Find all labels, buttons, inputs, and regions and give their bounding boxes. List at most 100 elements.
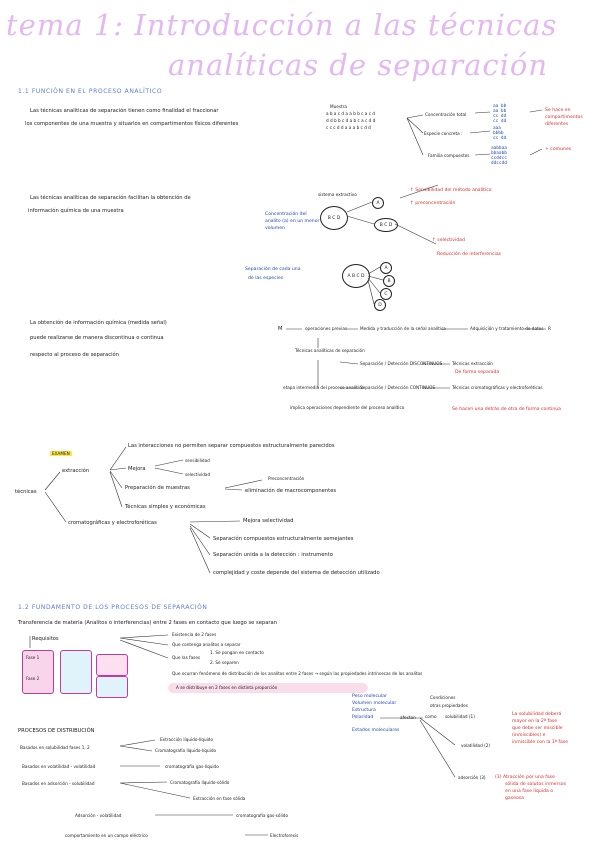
proceso-item: Basados en volatilidad - volatilidad <box>22 764 96 769</box>
blue-note: Concentración del <box>265 212 307 217</box>
flow-node: Adquisición y tratamiento de datos <box>470 326 544 331</box>
diagram-node: A <box>372 197 384 209</box>
red-note: compartimentos <box>545 115 583 120</box>
red-note: (3) Atracción por una fase <box>495 775 555 780</box>
blue-note: Separación de cada una <box>245 267 301 272</box>
red-note: Se hacen una detrás de otra de forma con… <box>452 407 561 412</box>
proceso-item: Electroforesis <box>270 833 299 838</box>
flow-node: operaciones previas <box>305 326 348 331</box>
muestra-row: c c c d d a a a b c d d <box>326 125 371 130</box>
tree-item: Separación unida a la detección : instru… <box>213 552 333 558</box>
tree-item: Separación compuestos estructuralmente s… <box>213 536 354 542</box>
tree-item: Las interacciones no permiten separar co… <box>128 443 335 449</box>
proceso-item: Basados en solubilidad fases 1, 2 <box>20 745 90 750</box>
flow-node: Separación / Detección DISCONTINUOS <box>360 361 443 366</box>
pink-line: A se distribuye en 2 fases en distinta p… <box>176 685 278 690</box>
red-note: ↑ preconcentración <box>410 201 456 206</box>
tube-icon <box>22 650 54 694</box>
blue-prop: Estados moleculares <box>352 728 400 733</box>
page-title: tema 1: Introducción a las técnicas <box>6 8 558 42</box>
proceso-item: cromatografía gas-líquido <box>165 764 219 769</box>
diagram-node: A <box>380 262 392 274</box>
section-header-1: 1.1 FUNCIÓN EN EL PROCESO ANALÍTICO <box>18 88 163 95</box>
red-note: mayor en la 2ª fase <box>512 719 558 724</box>
proceso-item: Cromatografía líquido-líquido <box>155 748 217 753</box>
flow-node: Técnicas extracción <box>452 361 493 366</box>
procesos-title: PROCESOS DE DISTRIBUCIÓN <box>18 728 95 734</box>
req-item: Que contenga analitos a separar <box>172 642 241 647</box>
blue-prop: Polaridad <box>352 715 374 720</box>
tree-item: eliminación de macrocomponentes <box>245 488 337 494</box>
transfer-line: Transferencia de materia (Analitos o int… <box>18 620 277 626</box>
flow-node: Medida y traducción de la señal analític… <box>360 326 446 331</box>
fase-label: Fase 1 <box>26 655 40 660</box>
examen-badge: EXAMEN <box>50 451 72 456</box>
afectan-label: afectan <box>400 715 416 720</box>
req-item: 2. Se separen <box>210 660 239 665</box>
flow-node: Técnicas cromatográficas y electroforéti… <box>452 385 543 390</box>
fenomeno-line: Que ocurran fenómeno de distribución de … <box>172 671 423 676</box>
tube-icon <box>96 676 128 698</box>
para3-line: La obtención de información química (med… <box>30 320 167 326</box>
tree-item: complejidad y coste depende del sistema … <box>213 570 380 576</box>
blue-note: analito (a) en un menor <box>265 219 320 224</box>
page-title-line2: analíticas de separación <box>168 48 549 82</box>
red-note: inmiscible con la 1ª fase <box>512 740 569 745</box>
tree-item: selectividad <box>185 472 211 477</box>
red-note: en una fase líquida o <box>505 789 554 794</box>
red-note: Se hace en <box>545 108 571 113</box>
flow-node: implica operaciones dependiente del proc… <box>290 405 405 410</box>
para2-line: información química de una muestra <box>28 208 124 214</box>
para2-line: Las técnicas analíticas de separación fa… <box>30 195 191 201</box>
blue-prop: Peso molecular <box>352 694 387 699</box>
red-note: De forma separada <box>455 370 500 375</box>
diagram-node: B C D <box>320 206 348 230</box>
para3-line: puede realizarse de manera discontinua o… <box>30 335 164 341</box>
cond-label: solubilidad (1) <box>445 714 475 719</box>
red-note: ↑ Sensibilidad del método analítico <box>410 188 492 193</box>
proceso-item: Extracción líquido-líquido <box>160 737 214 742</box>
req-item: Que las fases <box>172 655 201 660</box>
red-note: ↑ selectividad <box>432 238 465 243</box>
proceso-item: Cromatografía líquido-sólido <box>170 780 230 785</box>
cond-label: adsorción (3) <box>458 775 486 780</box>
tree-item: Técnicas simples y económicas <box>125 504 206 510</box>
branch-label: Concentración total <box>425 112 467 117</box>
tube-icon <box>96 654 128 676</box>
tree-item: Preparación de muestras <box>125 485 190 491</box>
tree-item: sensibilidad <box>185 458 210 463</box>
sistema-label: sistema extractivo <box>318 192 357 197</box>
muestra-row: d d b b c d a b c a c d d <box>326 118 376 123</box>
section-header-2: 1.2 FUNDAMENTO DE LOS PROCESOS DE SEPARA… <box>18 604 208 611</box>
blue-note: volumen <box>265 226 285 231</box>
diagram-node: C <box>380 288 392 300</box>
branch-label: Especie concreta : <box>424 131 463 136</box>
muestra-row: a b a c d a a b b c a c d <box>326 111 376 116</box>
tube-icon <box>60 650 92 694</box>
intro-line-1: Las técnicas analíticas de separación ti… <box>30 108 219 114</box>
para3-line: respecto al proceso de separación <box>30 352 119 358</box>
tree-item: Preconcentración <box>268 476 305 481</box>
req-item: Existencia de 2 fases <box>172 632 217 637</box>
proceso-item: Adsorción - volatilidad <box>75 813 122 818</box>
red-note: diferentes <box>545 122 569 127</box>
branch-label: Familia compuestos <box>428 153 470 158</box>
flow-node: etapa intermedia del proceso analítico <box>283 385 364 390</box>
red-note: que debe ser miscible <box>512 726 563 731</box>
red-note: gaseosa <box>505 796 524 801</box>
requisitos-label: Requisitos <box>32 636 59 642</box>
tree-root: técnicas <box>15 489 37 495</box>
flow-node: Técnicas analíticas de separación <box>295 348 365 353</box>
red-note: La solubilidad deberá <box>512 712 562 717</box>
cond-label: como <box>425 714 437 719</box>
red-note: (inmiscibles) e <box>512 733 546 738</box>
diagram-node: A B C D <box>342 264 370 288</box>
req-item: 1. Se pongan en contacto <box>210 650 264 655</box>
red-note: Reducción de interferencias <box>437 252 502 257</box>
fase-label: Fase 2 <box>26 676 40 681</box>
cond-label: Condiciones <box>430 695 456 700</box>
